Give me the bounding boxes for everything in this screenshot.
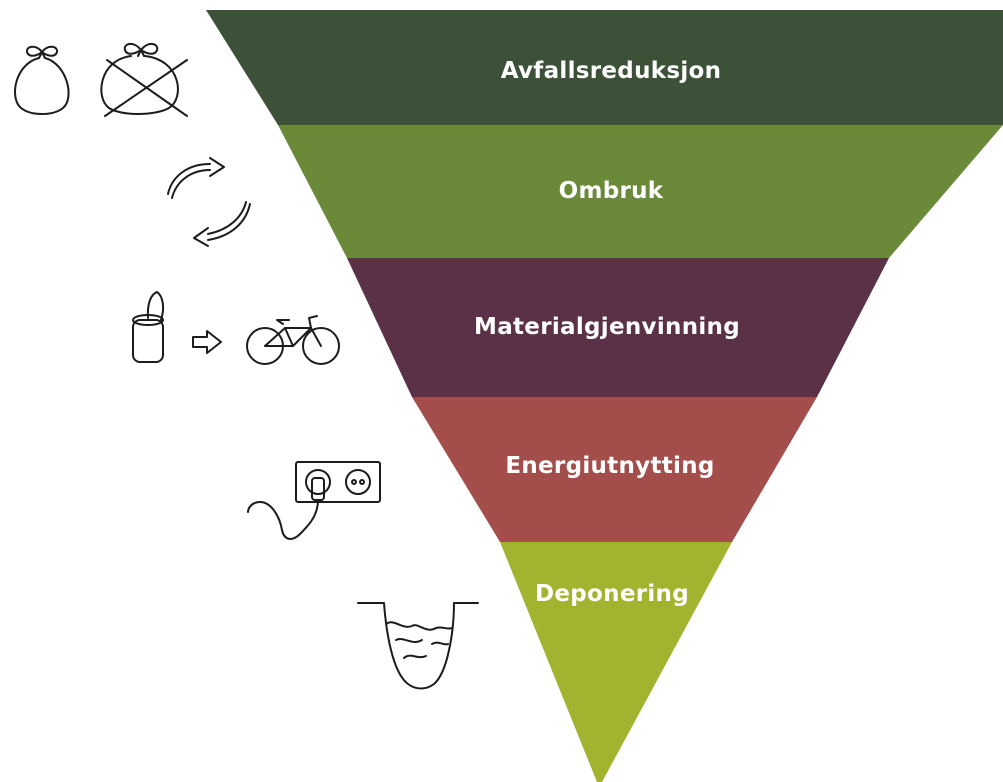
can-to-bicycle-icon: [125, 290, 345, 372]
level-band-avfallsreduksjon: [206, 10, 1003, 125]
landfill-pit-icon: [356, 600, 480, 696]
level-label-energiutnytting: Energiutnytting: [505, 453, 715, 479]
level-label-ombruk: Ombruk: [558, 178, 664, 204]
level-band-materialgjenvinning: [347, 258, 889, 397]
level-band-energiutnytting: [412, 397, 817, 542]
circular-arrows-icon: [162, 154, 260, 254]
level-label-deponering: Deponering: [535, 581, 689, 607]
power-socket-icon: [246, 456, 386, 548]
level-label-materialgjenvinning: Materialgjenvinning: [474, 314, 740, 340]
level-label-avfallsreduksjon: Avfallsreduksjon: [500, 58, 722, 84]
level-band-deponering: [500, 542, 732, 782]
garbage-bag-icon: [5, 38, 195, 120]
level-band-ombruk: [278, 125, 1003, 258]
